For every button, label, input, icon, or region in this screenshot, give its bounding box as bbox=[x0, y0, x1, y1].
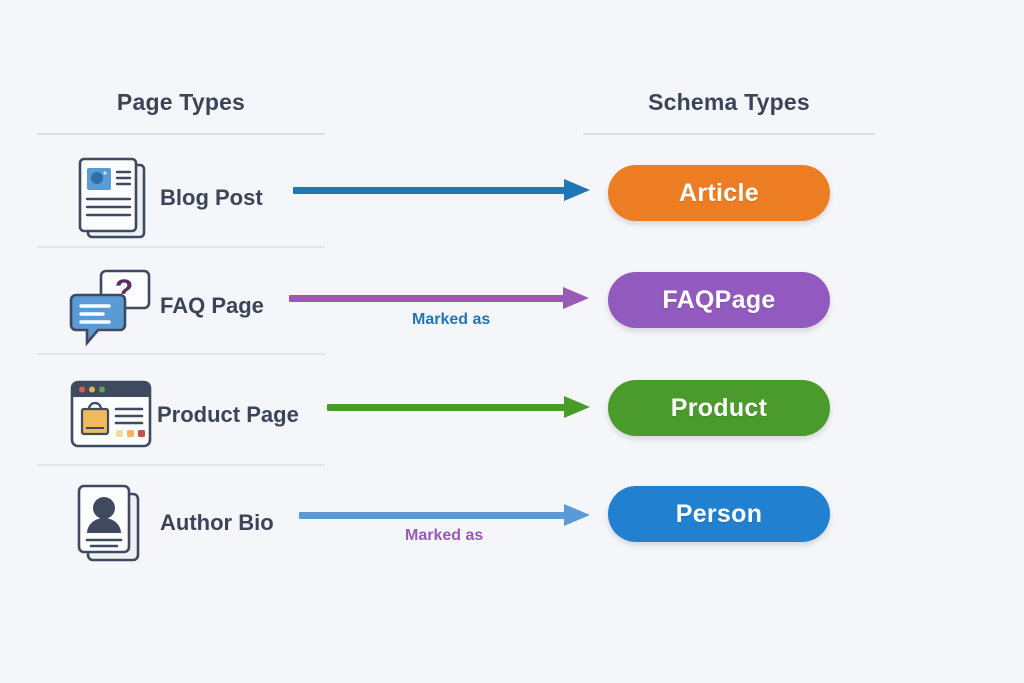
row-divider-3 bbox=[37, 464, 325, 466]
arrow-shaft bbox=[299, 512, 568, 519]
page-type-label: Author Bio bbox=[160, 510, 274, 535]
row-author-bio: Author Bio Marked as Person bbox=[0, 470, 1024, 580]
schema-types-header-rule bbox=[583, 133, 875, 135]
product-browser-window-icon bbox=[62, 368, 158, 464]
row-divider-1 bbox=[37, 246, 325, 248]
blog-post-document-icon bbox=[62, 151, 158, 247]
page-types-header: Page Types bbox=[116, 89, 246, 115]
page-type-label: FAQ Page bbox=[160, 293, 264, 318]
arrow-shaft bbox=[327, 404, 568, 411]
arrow-label-faq-page: Marked as bbox=[405, 527, 484, 544]
schema-types-header: Schema Types bbox=[648, 89, 810, 115]
arrow-blog-post-to-article bbox=[293, 179, 590, 201]
row-blog-post: Blog Post Marked as Article bbox=[0, 145, 1024, 328]
arrow-head bbox=[563, 287, 589, 309]
arrow-author-bio-to-person bbox=[299, 504, 590, 526]
row-faq-page: ? FAQ Page Marked as FAQPage bbox=[0, 253, 1024, 544]
author-person-card-icon bbox=[62, 476, 158, 572]
faq-speech-bubbles-icon: ? bbox=[62, 259, 158, 355]
arrow-faq-page-to-faqpage bbox=[289, 287, 589, 309]
arrow-head bbox=[564, 396, 590, 418]
schema-pill-faqpage[interactable]: FAQPage bbox=[608, 272, 830, 328]
page-type-label: Blog Post bbox=[160, 185, 263, 210]
arrow-shaft bbox=[293, 187, 568, 194]
schema-pill-person[interactable]: Person bbox=[608, 486, 830, 542]
schema-pill-product[interactable]: Product bbox=[608, 380, 830, 436]
arrow-head bbox=[564, 504, 590, 526]
row-divider-2 bbox=[37, 353, 325, 355]
schema-pill-article[interactable]: Article bbox=[608, 165, 830, 221]
row-product-page: Product Page Marked as Product bbox=[0, 362, 1024, 472]
arrow-label-blog-post: Marked as bbox=[412, 311, 491, 328]
arrow-head bbox=[564, 179, 590, 201]
arrow-product-page-to-product bbox=[327, 396, 590, 418]
page-type-label: Product Page bbox=[157, 402, 299, 427]
page-types-header-rule bbox=[37, 133, 325, 135]
arrow-shaft bbox=[289, 295, 567, 302]
